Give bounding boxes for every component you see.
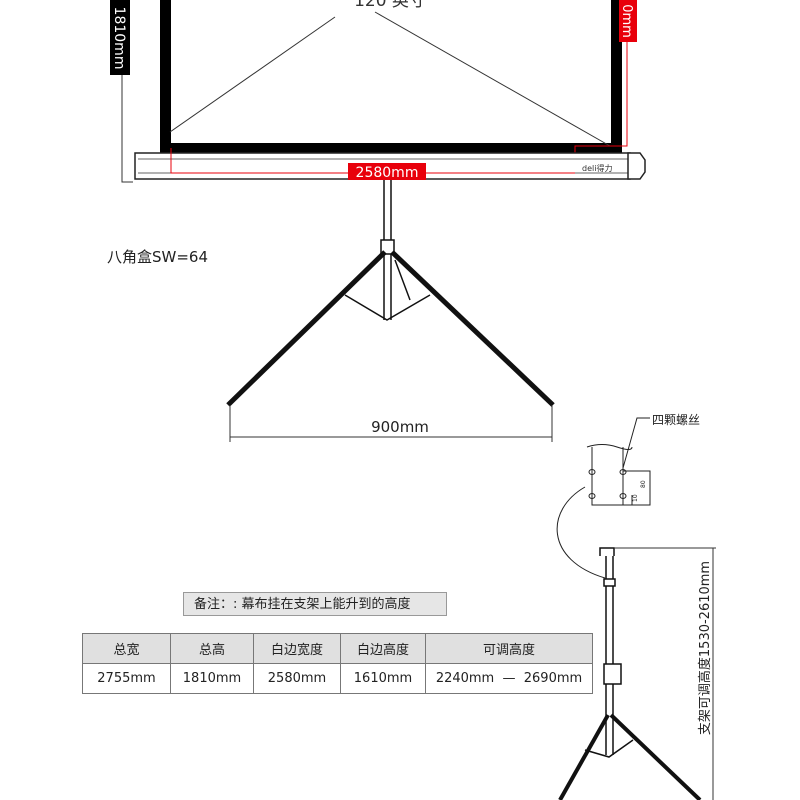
total-height-label: 1810mm <box>111 7 127 70</box>
table-cell: 2580mm <box>253 663 341 694</box>
screw-dim-1: 80 <box>640 480 647 488</box>
table-header: 白边宽度 <box>253 633 341 664</box>
spec-table: 总宽 总高 白边宽度 白边高度 可调高度 2755mm 1810mm 2580m… <box>82 633 593 694</box>
screw-dim-2: 10 <box>632 494 639 502</box>
table-header: 总宽 <box>82 633 171 664</box>
stand-side-view <box>558 547 702 800</box>
table-cell: 2755mm <box>82 663 171 694</box>
white-height-badge <box>619 0 637 42</box>
screen-size-label: 120 英寸 <box>354 0 426 11</box>
stand-height-label: 支架可调高度1530-2610mm <box>697 561 713 735</box>
screen-frame <box>160 0 622 154</box>
table-header: 可调高度 <box>425 633 593 664</box>
note-box: 备注：: 幕布挂在支架上能升到的高度 <box>183 592 447 616</box>
table-header-row: 总宽 总高 白边宽度 白边高度 可调高度 <box>82 633 593 664</box>
tripod-stand <box>226 180 555 407</box>
table-cell: 1810mm <box>170 663 254 694</box>
stand-height-dimension <box>614 547 716 800</box>
table-header: 总高 <box>170 633 254 664</box>
table-cell: 2240mm — 2690mm <box>425 663 593 694</box>
box-label: 八角盒SW=64 <box>107 248 208 266</box>
screws-label: 四颗螺丝 <box>652 413 700 427</box>
table-cell: 1610mm <box>340 663 426 694</box>
diagonal-arrows <box>169 11 611 147</box>
white-width-label: 2580mm <box>356 165 419 181</box>
screw-detail <box>556 417 651 579</box>
white-height-label: 0mm <box>619 4 634 38</box>
total-height-badge <box>110 0 130 75</box>
tripod-span-label: 900mm <box>371 418 429 436</box>
tripod-span-dimension <box>229 405 553 442</box>
table-header: 白边高度 <box>340 633 426 664</box>
brand-label: deli得力 <box>582 163 612 173</box>
table-row: 2755mm 1810mm 2580mm 1610mm 2240mm — 269… <box>82 663 593 694</box>
